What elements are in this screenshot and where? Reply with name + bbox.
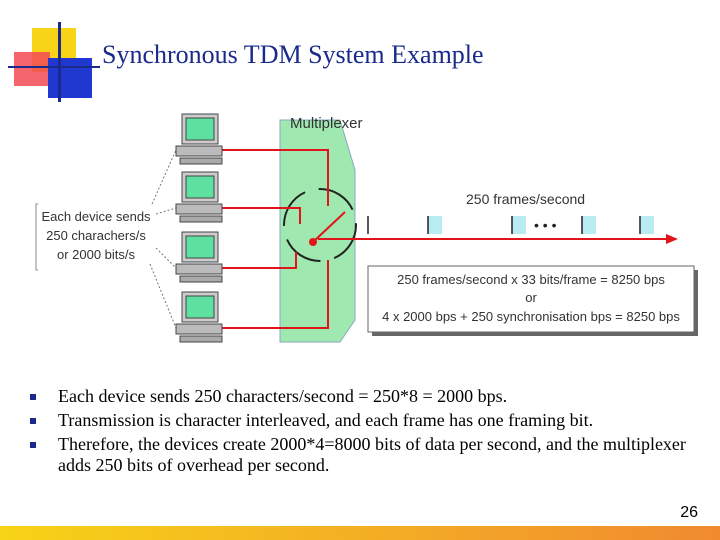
bullet-item: Transmission is character interleaved, a…	[30, 410, 690, 431]
footer-bar	[0, 526, 720, 540]
calc-line-3: 4 x 2000 bps + 250 synchronisation bps =…	[382, 309, 680, 324]
frame-slot	[582, 216, 596, 234]
computer-terminal-icon	[175, 113, 223, 165]
calc-box	[367, 265, 695, 333]
device-3-line	[220, 252, 297, 269]
multiplexer-body	[279, 119, 356, 343]
commutator-arm	[312, 211, 346, 243]
bullet-text: Therefore, the devices create 2000*4=800…	[58, 434, 686, 475]
bullet-item: Each device sends 250 characters/second …	[30, 386, 690, 407]
bullet-marker-icon	[30, 394, 36, 400]
logo-vertical-line	[58, 22, 61, 102]
logo-red-square	[14, 52, 50, 86]
commutator-circle	[283, 188, 357, 262]
device-note-bracket	[35, 203, 38, 271]
logo-horizontal-line	[8, 66, 100, 68]
device-2-line	[220, 207, 301, 224]
calc-line-1: 250 frames/second x 33 bits/frame = 8250…	[397, 272, 665, 287]
tdm-diagram: Multiplexer 250 frames/second • • • 250 …	[35, 113, 698, 343]
output-arrowhead	[666, 234, 678, 244]
bullet-text: Each device sends 250 characters/second …	[58, 386, 508, 406]
logo-blue-square	[48, 58, 92, 98]
calc-line-2: or	[525, 290, 537, 305]
bullet-marker-icon	[30, 418, 36, 424]
computer-terminal-icon	[175, 171, 223, 223]
note-pointer	[155, 207, 177, 215]
multiplexer-label: Multiplexer	[290, 115, 363, 132]
note-pointer	[149, 263, 177, 329]
computer-terminal-icon	[175, 291, 223, 343]
device-1-line	[220, 149, 329, 206]
computer-terminal-icon	[175, 231, 223, 283]
bullet-item: Therefore, the devices create 2000*4=800…	[30, 434, 690, 476]
frame-slot	[512, 216, 526, 234]
bullet-list: Each device sends 250 characters/second …	[30, 386, 690, 479]
note-pointer	[151, 149, 177, 205]
bullet-text: Transmission is character interleaved, a…	[58, 410, 594, 430]
page-number: 26	[680, 504, 698, 521]
device-note-line-2: 250 charachers/s	[46, 228, 146, 243]
slide-title: Synchronous TDM System Example	[102, 40, 484, 69]
frames-label: 250 frames/second	[466, 191, 585, 207]
frames-ellipsis: • • •	[534, 217, 557, 233]
device-note-line-3: or 2000 bits/s	[57, 247, 136, 262]
device-4-line	[220, 260, 329, 329]
frame-slot	[428, 216, 442, 234]
commutator-pivot	[309, 238, 317, 246]
bullet-marker-icon	[30, 442, 36, 448]
frame-slot	[640, 216, 654, 234]
device-note-line-1: Each device sends	[41, 209, 151, 224]
note-pointer	[155, 247, 177, 269]
